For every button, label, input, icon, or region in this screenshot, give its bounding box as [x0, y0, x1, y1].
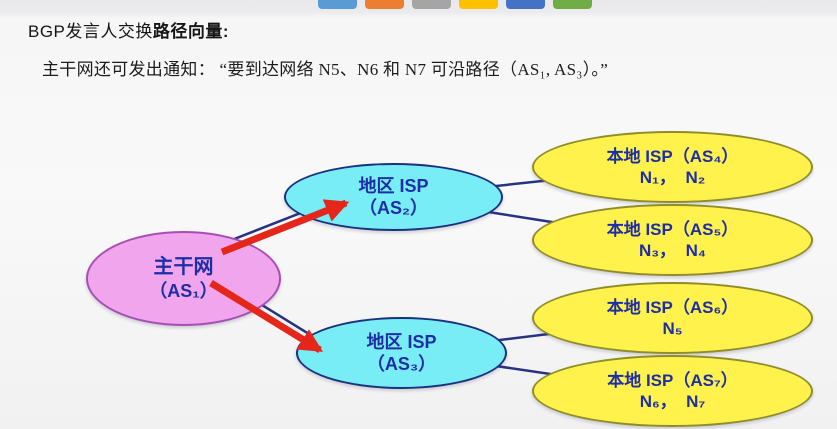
node-label: 本地 ISP（AS₆）: [606, 297, 739, 317]
node-label: 地区 ISP: [366, 331, 437, 352]
node-sublabel: N₆， N₇: [639, 392, 706, 411]
announcement-text: 主干网还可发出通知： “要到达网络 N5、N6 和 N7 可沿路径（AS₁, A…: [42, 60, 609, 79]
node-label: 本地 ISP（AS₄）: [606, 146, 739, 166]
node-local-isp-as7: 本地 ISP（AS₇） N₆， N₇: [532, 355, 813, 427]
node-local-isp-as5: 本地 ISP（AS₅） N₃， N₄: [532, 204, 813, 276]
node-backbone-as1: 主干网 （AS₁）: [86, 231, 281, 326]
color-swatch-gray: [412, 0, 451, 9]
slide-title-prefix: BGP发言人交换: [28, 22, 153, 41]
node-local-isp-as6: 本地 ISP（AS₆） N₅: [532, 282, 813, 354]
node-regional-isp-as3: 地区 ISP （AS₃）: [296, 317, 507, 389]
slide-title: BGP发言人交换路径向量:: [28, 17, 229, 42]
node-sublabel: N₅: [662, 319, 683, 338]
node-sublabel: （AS₁）: [149, 280, 218, 301]
node-label: 地区 ISP: [358, 175, 429, 196]
color-swatch-orange: [365, 0, 404, 9]
node-sublabel: （AS₃）: [366, 354, 437, 374]
node-label: 本地 ISP（AS₅）: [606, 219, 739, 239]
node-sublabel: N₁， N₂: [639, 168, 706, 187]
node-regional-isp-as2: 地区 ISP （AS₂）: [284, 163, 503, 231]
color-swatch-dark-blue: [506, 0, 545, 9]
node-sublabel: （AS₂）: [358, 198, 428, 218]
node-sublabel: N₃， N₄: [639, 241, 706, 260]
node-label: 主干网: [153, 255, 214, 278]
color-swatch-green: [553, 0, 592, 9]
slide-title-emphasis: 路径向量:: [152, 22, 230, 41]
color-swatch-yellow: [459, 0, 498, 9]
node-local-isp-as4: 本地 ISP（AS₄） N₁， N₂: [532, 131, 813, 203]
node-label: 本地 ISP（AS₇）: [607, 370, 738, 390]
color-swatch-blue: [318, 0, 357, 9]
